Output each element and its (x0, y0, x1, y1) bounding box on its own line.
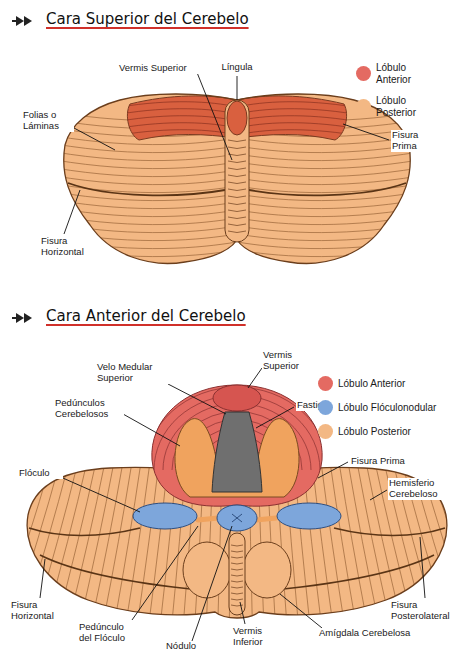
folium-line (126, 462, 150, 625)
part-label: Vermis Superior (262, 350, 316, 372)
superior-vermis (225, 100, 249, 242)
folium-line (231, 557, 243, 558)
nodule (217, 505, 257, 531)
folium-line (55, 248, 419, 257)
part-label: Velo Medular Superior (96, 362, 170, 384)
folium-line (231, 587, 243, 588)
folium-line (228, 140, 246, 142)
folium-line (80, 462, 114, 625)
horizontal-fissure (249, 183, 406, 195)
legend-text: Lóbulo Posterior (338, 426, 468, 438)
folium-line (228, 203, 246, 205)
part-label: Fisura Prima (350, 456, 420, 467)
part-label: Pedúnculos Cerebelosos (54, 398, 124, 420)
folium-line (228, 189, 246, 191)
folium-line (321, 462, 345, 625)
part-label: Vermis Superior (118, 63, 198, 74)
folium-line (228, 168, 246, 170)
part-label: Fisura Prima (391, 130, 437, 152)
folium-line (231, 593, 243, 594)
part-label: Fisura Horizontal (40, 236, 98, 258)
legend-swatch (318, 424, 333, 439)
part-label: Nódulo (165, 641, 210, 652)
horizontal-fissure (40, 555, 200, 590)
folium-line (55, 272, 419, 281)
folium-line (231, 581, 243, 582)
part-label: Fisura Horizontal (10, 600, 70, 622)
posterolateral-fissure (334, 528, 445, 536)
horizontal-fissure (68, 183, 225, 195)
part-label: Língula (217, 62, 257, 73)
legend-swatch (356, 99, 371, 114)
folia-lines (120, 95, 354, 135)
section-heading: Cara Anterior del Cerebelo (46, 307, 246, 325)
folium-line (231, 563, 243, 564)
cerebellum-outline (64, 94, 411, 263)
folium-line (231, 569, 243, 570)
legend-text: Lóbulo Anterior (338, 378, 468, 390)
vermis-lines (228, 140, 246, 233)
folium-line (231, 599, 243, 600)
folium-line (114, 462, 141, 625)
legend-text: Lóbulo Flóculonodular (338, 402, 468, 414)
part-label: Vermis Inferior (232, 626, 284, 648)
folium-line (228, 196, 246, 198)
part-label: Fisura Posterolateral (390, 600, 468, 622)
horizontal-fissure (274, 555, 434, 590)
flocculus (277, 503, 341, 529)
folium-line (228, 175, 246, 177)
legend-swatch (318, 400, 333, 415)
nodule-mark (232, 514, 242, 522)
folium-line (137, 462, 159, 625)
fastigium (212, 412, 262, 492)
section-heading: Cara Superior del Cerebelo (46, 10, 249, 28)
inferior-vermis (229, 533, 245, 615)
vermis-lines (231, 545, 243, 606)
folium-line (55, 256, 419, 265)
part-label: Pedúnculo del Flóculo (78, 622, 140, 644)
folium-line (231, 545, 243, 546)
legend-swatch (356, 66, 371, 81)
folium-line (55, 264, 419, 273)
folium-line (228, 217, 246, 219)
part-label: Flóculo (18, 468, 63, 479)
heading-arrow (12, 16, 32, 323)
folium-line (228, 224, 246, 226)
folium-line (339, 462, 368, 625)
superior-vermis (213, 385, 261, 411)
folium-line (228, 210, 246, 212)
part-label: Amígdala Cerebelosa (318, 628, 428, 639)
folium-line (228, 231, 246, 233)
legend-text: Lóbulo Posterior (376, 95, 436, 118)
posterolateral-fissure (29, 528, 140, 536)
folium-line (348, 462, 379, 625)
folium-line (228, 154, 246, 156)
folium-line (68, 462, 105, 625)
folium-line (228, 182, 246, 184)
folium-line (103, 462, 132, 625)
part-label: Hemisferio Cerebeloso (388, 478, 452, 500)
folium-line (228, 147, 246, 149)
legend-swatch (318, 376, 333, 391)
folium-line (231, 551, 243, 552)
flocculus (133, 503, 197, 529)
folium-line (228, 161, 246, 163)
tonsil (243, 542, 291, 598)
leader-lines (40, 70, 425, 641)
part-label: Folias o Láminas (22, 110, 74, 132)
lingula (227, 101, 247, 135)
legend-text: Lóbulo Anterior (376, 62, 436, 85)
folium-line (312, 462, 333, 625)
folium-line (231, 575, 243, 576)
